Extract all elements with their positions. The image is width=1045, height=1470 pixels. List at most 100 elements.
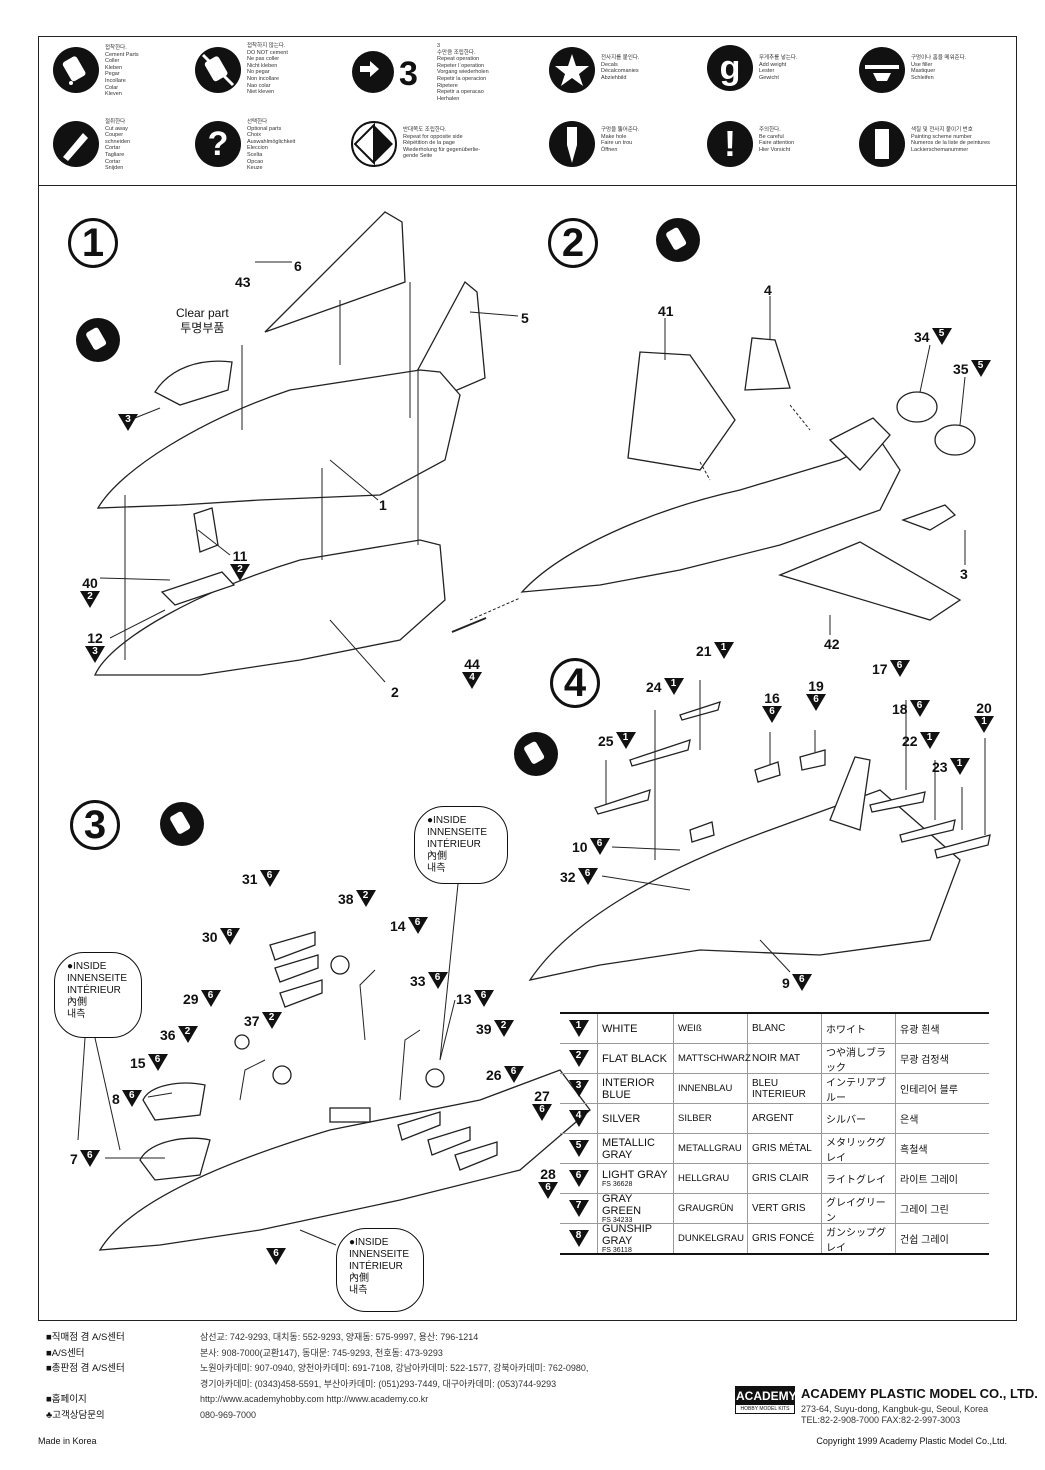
part-label: 12 (87, 630, 103, 646)
color-en: INTERIOR BLUE (602, 1076, 655, 1101)
opposite-icon (351, 121, 397, 167)
part-label: 20 (976, 700, 992, 716)
part-label: 10 (572, 838, 588, 855)
weight-icon: g (707, 45, 753, 91)
part-label: 31 (242, 870, 258, 887)
part-label: 22 (902, 732, 918, 749)
color-number: 5 (560, 1134, 598, 1163)
part-label: 21 (696, 642, 712, 659)
color-callout: 1 (949, 758, 970, 775)
part-label: 15 (130, 1054, 146, 1071)
color-callout: 6 (503, 1066, 524, 1083)
color-callout: 6 (889, 660, 910, 677)
footer-labels: ■직매점 겸 A/S센터 ■A/S센터 ■총판점 겸 A/S센터 ■홈페이지 ♣… (46, 1332, 125, 1421)
footer-info: 삼선교: 742-9293, 대치동: 552-9293, 양재동: 575-9… (200, 1332, 589, 1420)
color-callout: 2 (355, 890, 376, 907)
part-label: 35 (953, 360, 969, 377)
part-label: 16 (764, 690, 780, 706)
step-2-number: 2 (548, 218, 598, 268)
part-label: 11 (232, 548, 248, 564)
color-callout: 6 (79, 1150, 100, 1167)
part-label: 44 (464, 656, 480, 672)
color-de: HELLGRAU (674, 1164, 748, 1193)
symbol-legend: 접착한다. Cement Parts Coller Kleben Pegar I… (39, 37, 1016, 186)
legend-text-decals: 전사지를 붙인다. Decals Décalcomanies Abziehbil… (601, 55, 640, 81)
legend-text-weight: 무게추를 넣는다. Add weight Lester Gewicht (759, 55, 798, 81)
part-label: 6 (294, 258, 302, 274)
color-callout: 6 (219, 928, 240, 945)
part-label: 7 (70, 1150, 78, 1167)
part-label: 34 (914, 328, 930, 345)
part-label: 29 (183, 990, 199, 1007)
color-fs: FS 34233 (602, 1217, 633, 1224)
color-jp: インテリアブルー (822, 1074, 896, 1104)
part-label: 40 (82, 575, 98, 591)
color-fr: BLANC (748, 1014, 822, 1043)
color-en: METALLIC GRAY (602, 1136, 655, 1161)
part-label: 24 (646, 678, 662, 695)
step-3-number: 3 (70, 800, 120, 850)
color-callout: 4 (462, 672, 482, 689)
color-fr: GRIS CLAIR (748, 1164, 822, 1193)
color-de: MATTSCHWARZ (674, 1044, 751, 1073)
part-label: 38 (338, 890, 354, 907)
color-number: 3 (560, 1074, 598, 1103)
color-callout: 2 (230, 564, 250, 581)
knife-icon (53, 121, 99, 167)
glue-icon (656, 218, 700, 262)
color-kr: 유광 흰색 (900, 1025, 940, 1036)
part-label: 25 (598, 732, 614, 749)
made-in: Made in Korea (38, 1436, 97, 1446)
color-kr: 건쉽 그레이 (900, 1235, 949, 1246)
color-callout: 6 (407, 917, 428, 934)
color-callout: 6 (538, 1182, 558, 1199)
color-callout: 6 (577, 868, 598, 885)
legend-text-filler: 구멍이나 홈을 메워준다. Use filler Mastiquer Schle… (911, 55, 967, 81)
color-callout: 5 (931, 328, 952, 345)
legend-text-drill: 구멍을 뚫어준다. Make hole Faire un trou Öffnen (601, 127, 640, 153)
part-label: 9 (782, 974, 790, 991)
color-jp: ホワイト (822, 1014, 896, 1043)
color-callout: 6 (762, 706, 782, 723)
legend-text-paint-number: 색칠 및 전사지 붙이기 번호 Painting scheme number N… (911, 127, 990, 153)
part-label: 3 (960, 566, 968, 582)
color-callout: 5 (970, 360, 991, 377)
legend-text-glue: 접착한다. Cement Parts Coller Kleben Pegar I… (105, 45, 139, 98)
color-callout: 2 (177, 1026, 198, 1043)
legend-text-no-glue: 접착하지 않는다. DO NOT cement Ne pas coller Ni… (247, 43, 288, 96)
color-fr: VERT GRIS (748, 1194, 822, 1223)
part-label: 1 (379, 497, 387, 513)
part-label: 26 (486, 1066, 502, 1083)
part-label: 18 (892, 700, 908, 717)
color-en: FLAT BLACK (602, 1052, 668, 1065)
color-de: INNENBLAU (674, 1074, 748, 1103)
color-jp: メタリックグレイ (822, 1134, 896, 1164)
glue-icon (160, 802, 204, 846)
color-callout: 6 (473, 990, 494, 1007)
color-fr: GRIS MÉTAL (748, 1134, 822, 1163)
part-label: 33 (410, 972, 426, 989)
color-fr: GRIS FONCÉ (748, 1224, 822, 1253)
color-callout: 1 (615, 732, 636, 749)
part-label: 30 (202, 928, 218, 945)
color-number: 4 (560, 1104, 598, 1133)
part-label: 32 (560, 868, 576, 885)
color-en: GRAY GREEN (602, 1193, 642, 1217)
legend-text-opposite: 반대쪽도 조립한다. Repeat for opposite side Répé… (403, 127, 481, 160)
color-number: 1 (560, 1014, 598, 1043)
color-kr: 은색 (900, 1115, 919, 1126)
homepage-links[interactable]: http://www.academyhobby.com http://www.a… (200, 1394, 429, 1404)
legend-text-caution: 주의한다. Be careful Faire attention Hier Vo… (759, 127, 795, 153)
color-jp: グレイグリーン (822, 1194, 896, 1224)
inside-note: ●INSIDE INNENSEITE INTÉRIEUR 內側 내측 (54, 952, 142, 1038)
color-de: WEIß (674, 1014, 748, 1043)
color-callout: 6 (200, 990, 221, 1007)
no-glue-icon (195, 47, 241, 93)
part-label: 42 (824, 636, 840, 652)
color-callout: 1 (663, 678, 684, 695)
